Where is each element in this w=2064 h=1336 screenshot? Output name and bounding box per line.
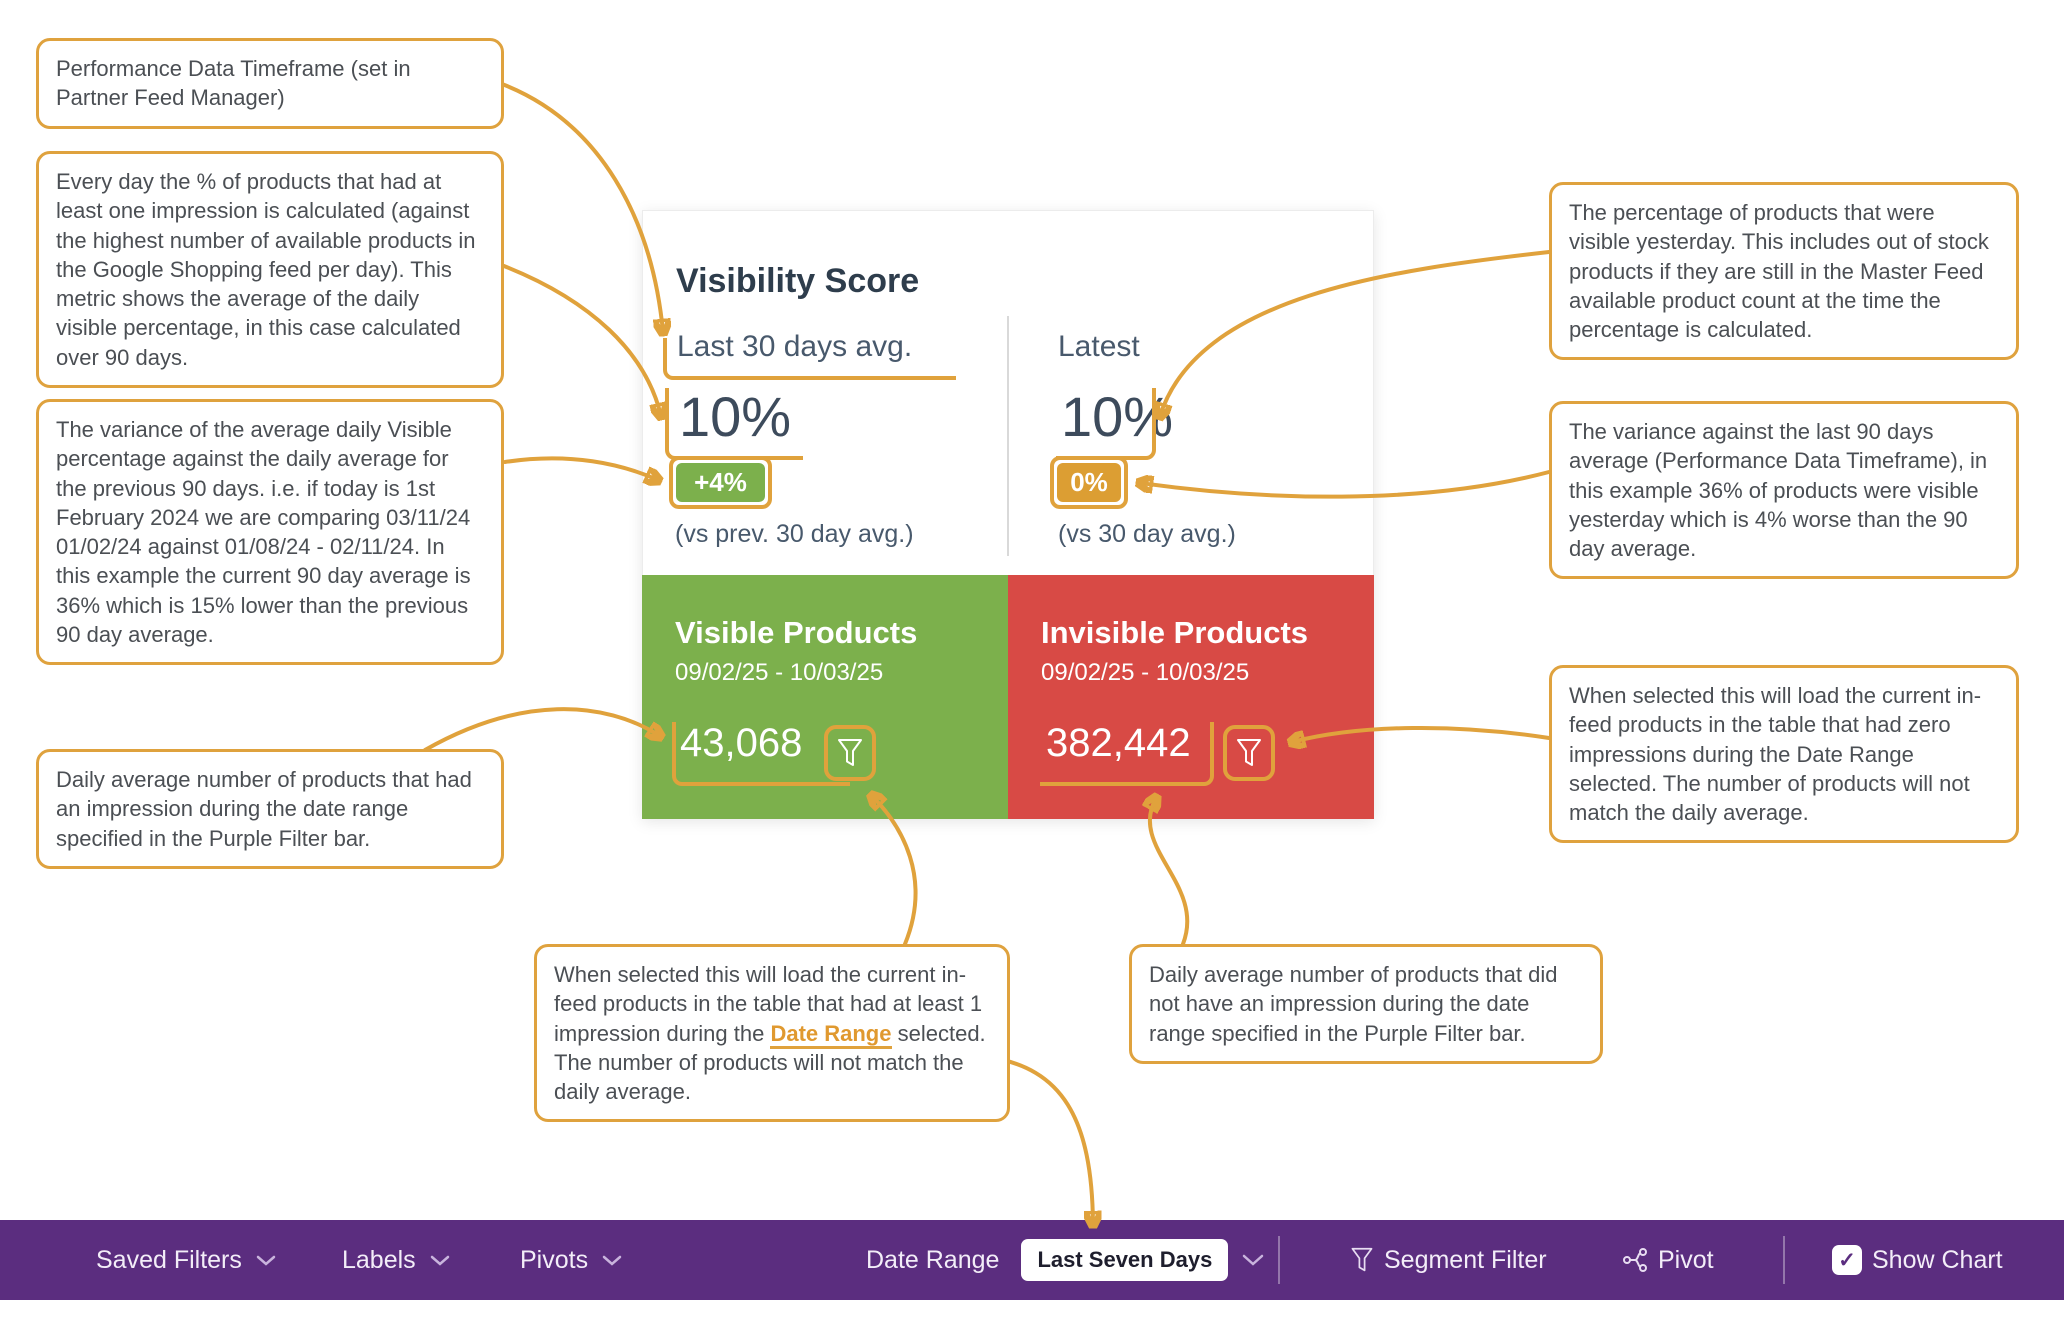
purple-filter-bar: Saved Filters Labels Pivots Date Range L…: [0, 1220, 2064, 1300]
callout-pct-visible-yesterday: The percentage of products that were vis…: [1549, 182, 2019, 361]
callout-variance-90-latest: The variance against the last 90 days av…: [1549, 401, 2019, 580]
callout-text: Performance Data Timeframe (set in Partn…: [56, 56, 411, 111]
invisible-products-filter-button[interactable]: [1223, 725, 1275, 781]
callout-variance-prev-90: The variance of the average daily Visibl…: [36, 399, 504, 665]
callout-text: Every day the % of products that had at …: [56, 169, 476, 370]
bar-divider: [1783, 1236, 1785, 1284]
chevron-down-icon[interactable]: [1242, 1254, 1264, 1266]
pivots-label: Pivots: [520, 1245, 589, 1274]
labels-label: Labels: [342, 1245, 416, 1274]
callout-text: The variance of the average daily Visibl…: [56, 417, 471, 647]
visible-products-title: Visible Products: [675, 615, 918, 650]
pivots-dropdown[interactable]: Pivots: [520, 1220, 622, 1300]
latest-label: Latest: [1058, 330, 1140, 363]
funnel-icon: [1351, 1247, 1373, 1272]
date-range-link[interactable]: Date Range: [770, 1020, 892, 1049]
callout-daily-visible-pct: Every day the % of products that had at …: [36, 151, 504, 388]
visible-products-filter-button[interactable]: [824, 725, 876, 781]
bar-divider: [1278, 1236, 1280, 1284]
visible-products-panel: Visible Products 09/02/25 - 10/03/25 43,…: [642, 575, 1008, 819]
funnel-icon: [838, 739, 862, 766]
invisible-products-range: 09/02/25 - 10/03/25: [1041, 659, 1250, 686]
saved-filters-label: Saved Filters: [96, 1245, 242, 1274]
check-icon: ✓: [1838, 1248, 1856, 1272]
last-30-days-label: Last 30 days avg.: [677, 330, 913, 363]
callout-text: Daily average number of products that ha…: [56, 767, 472, 851]
latest-value: 10%: [1061, 385, 1174, 448]
chevron-down-icon: [602, 1255, 622, 1266]
callout-text: The variance against the last 90 days av…: [1569, 419, 1988, 561]
segment-filter-label: Segment Filter: [1384, 1245, 1547, 1274]
date-range-group: Date Range Last Seven Days: [866, 1220, 1264, 1300]
pivot-button[interactable]: Pivot: [1622, 1220, 1714, 1300]
right-caption: (vs 30 day avg.): [1058, 520, 1236, 548]
date-range-label: Date Range: [866, 1245, 1000, 1274]
variance-badge-zero: 0%: [1057, 463, 1121, 502]
callout-performance-timeframe: Performance Data Timeframe (set in Partn…: [36, 38, 504, 129]
show-chart-toggle[interactable]: ✓ Show Chart: [1832, 1220, 2003, 1300]
chevron-down-icon: [256, 1255, 276, 1266]
callout-visible-filter: When selected this will load the current…: [534, 944, 1010, 1123]
last-30-days-value: 10%: [679, 385, 792, 448]
pivot-label: Pivot: [1658, 1245, 1714, 1274]
show-chart-checkbox[interactable]: ✓: [1832, 1245, 1862, 1275]
segment-filter-button[interactable]: Segment Filter: [1350, 1220, 1547, 1300]
callout-text: The percentage of products that were vis…: [1569, 200, 1989, 342]
callout-text: Daily average number of products that di…: [1149, 962, 1558, 1046]
show-chart-label: Show Chart: [1872, 1245, 2003, 1274]
saved-filters-dropdown[interactable]: Saved Filters: [96, 1220, 276, 1300]
invisible-products-count: 382,442: [1046, 721, 1191, 765]
visible-products-range: 09/02/25 - 10/03/25: [675, 659, 884, 686]
pivot-branch-icon: [1623, 1248, 1647, 1272]
visible-products-count: 43,068: [680, 721, 803, 765]
callout-text: When selected this will load the current…: [554, 962, 983, 1046]
column-divider: [1007, 316, 1009, 556]
callout-invisible-filter: When selected this will load the current…: [1549, 665, 2019, 844]
date-range-pill[interactable]: Last Seven Days: [1021, 1239, 1229, 1281]
left-caption: (vs prev. 30 day avg.): [675, 520, 914, 548]
card-title: Visibility Score: [676, 262, 920, 300]
funnel-icon: [1237, 739, 1261, 766]
invisible-products-title: Invisible Products: [1041, 615, 1309, 650]
invisible-products-panel: Invisible Products 09/02/25 - 10/03/25 3…: [1008, 575, 1374, 819]
callout-daily-avg-invisible: Daily average number of products that di…: [1129, 944, 1603, 1064]
callout-text: When selected this will load the current…: [1569, 683, 1982, 825]
callout-text: selected. The number of products will no…: [554, 1020, 986, 1105]
chevron-down-icon: [430, 1255, 449, 1266]
callout-daily-avg-visible: Daily average number of products that ha…: [36, 749, 504, 869]
labels-dropdown[interactable]: Labels: [342, 1220, 450, 1300]
variance-badge-positive: +4%: [676, 463, 765, 502]
